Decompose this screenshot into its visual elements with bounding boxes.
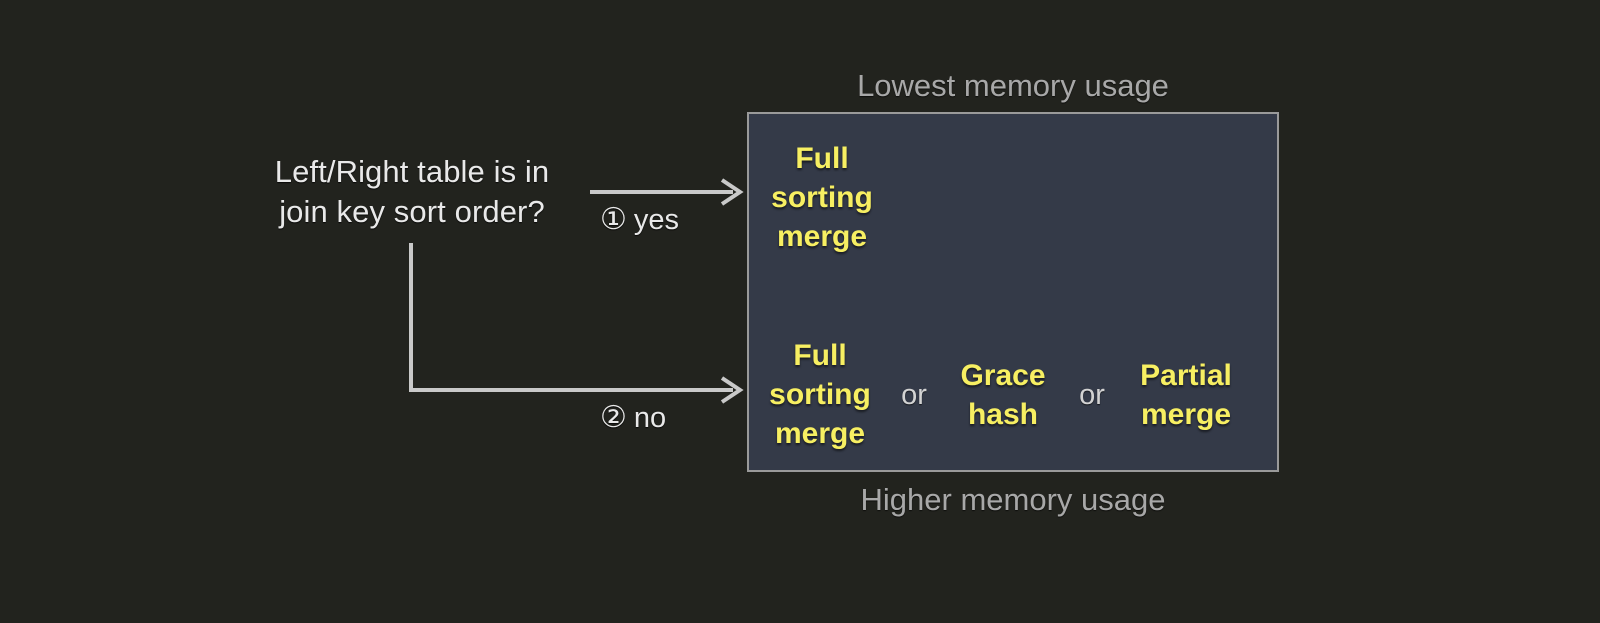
decision-question: Left/Right table is in join key sort ord… xyxy=(232,152,592,232)
or-separator-2: or xyxy=(1079,378,1105,411)
decision-question-line-2: join key sort order? xyxy=(279,194,545,229)
branch-marker-1: ① xyxy=(600,203,627,236)
branch-marker-2: ② xyxy=(600,401,627,434)
option-full-sorting-merge: Full sorting merge xyxy=(769,339,871,450)
caption-lowest-memory: Lowest memory usage xyxy=(857,68,1169,103)
primary-option-row: Full sorting merge xyxy=(749,132,1285,262)
branch-text-yes: yes xyxy=(633,204,680,236)
option-full-sorting-merge-primary: Full sorting merge xyxy=(771,141,873,253)
result-box: Full sorting merge Full sorting merge or… xyxy=(747,112,1279,472)
yes-branch-arrowhead xyxy=(720,178,744,206)
decision-question-line-1: Left/Right table is in xyxy=(274,154,550,189)
alternatives-option-row: Full sorting merge or Grace hash or Part… xyxy=(749,332,1283,457)
no-branch-line xyxy=(409,243,733,392)
branch-text-no: no xyxy=(633,402,667,434)
option-grace-hash: Grace hash xyxy=(960,358,1046,431)
caption-higher-memory: Higher memory usage xyxy=(860,482,1166,517)
option-partial-merge: Partial merge xyxy=(1140,358,1232,431)
no-branch-arrowhead xyxy=(720,376,744,404)
or-separator-1: or xyxy=(901,378,927,411)
